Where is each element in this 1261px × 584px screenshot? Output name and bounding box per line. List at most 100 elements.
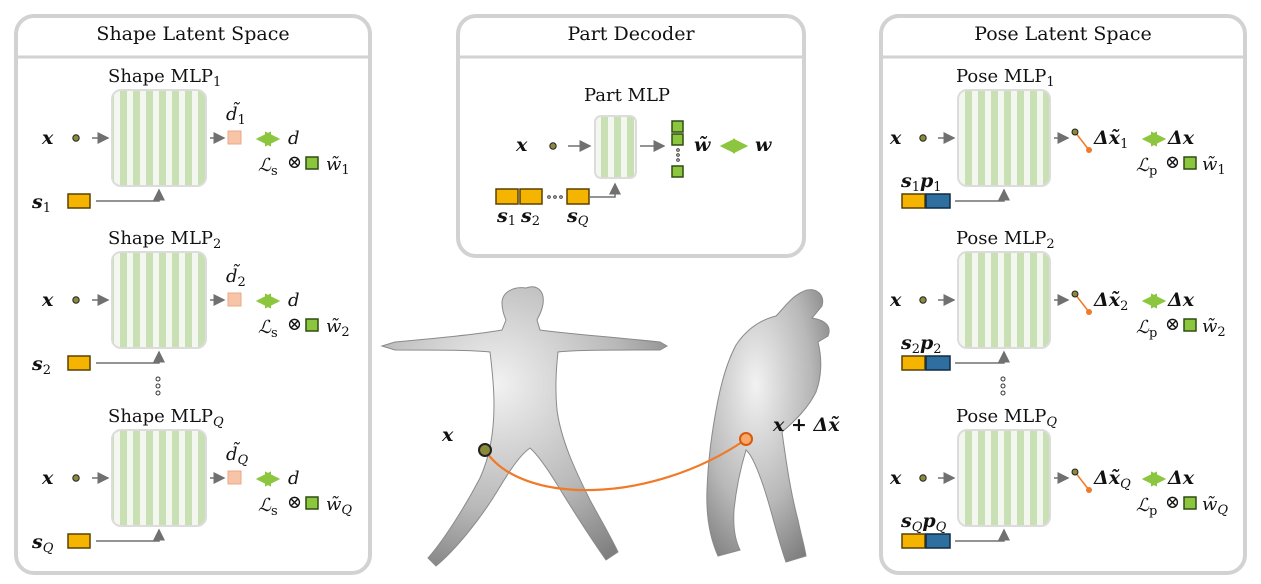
- sdf-output-square: [227, 470, 242, 485]
- source-point: [478, 443, 492, 457]
- code-arrow: [96, 528, 165, 542]
- x-point: [919, 474, 927, 482]
- x-label: x: [889, 289, 902, 311]
- sdf-output-square: [227, 292, 242, 307]
- displacement-line: [1074, 471, 1090, 491]
- part-code-2: [519, 188, 543, 205]
- weight-square: [1183, 496, 1197, 510]
- shape-code: [67, 355, 91, 371]
- shape-code: [901, 533, 926, 549]
- displacement-end: [1086, 487, 1092, 493]
- code-arrow: [96, 188, 165, 202]
- displacement-end: [1086, 309, 1092, 315]
- part-mlp-label: Part MLP: [584, 85, 670, 106]
- weight-label: w̃Q: [326, 494, 352, 518]
- part-panel: [456, 14, 806, 258]
- sdf-output-label: d̃2: [226, 264, 246, 290]
- pose-mlp-label-2: Pose MLP2: [956, 228, 1055, 252]
- loss-label: ℒp: [1136, 317, 1157, 341]
- pose-output-label: Δx̃Q: [1093, 467, 1131, 492]
- shape-code-label: s2: [31, 353, 51, 378]
- weight-square: [305, 318, 319, 332]
- shape-code: [901, 193, 926, 209]
- sdf-output-label: d̃1: [226, 102, 246, 128]
- part-target-label: w: [755, 134, 772, 156]
- shape-mlp-block: [111, 251, 207, 349]
- shape-code-label: sQ: [31, 531, 54, 556]
- shape-code: [67, 193, 91, 209]
- pose-mlp-label-Q: Pose MLPQ: [956, 406, 1057, 430]
- x-label: x: [889, 467, 902, 489]
- otimes-symbol: ⊗: [287, 314, 302, 335]
- weight-label: w̃2: [1202, 316, 1226, 340]
- shape-code: [901, 355, 926, 371]
- shape-mlp-label-Q: Shape MLPQ: [108, 406, 224, 430]
- ellipsis-dot: [1000, 383, 1006, 389]
- part-mlp-block: [594, 115, 637, 179]
- x-label: x: [41, 467, 54, 489]
- deformed-point-label: x + Δx̃: [772, 414, 840, 436]
- part-x-label: x: [515, 134, 528, 156]
- part-code-1: [495, 188, 519, 205]
- loss-label: ℒs: [258, 495, 278, 519]
- weight-dot: [676, 158, 680, 162]
- displacement-line: [1074, 131, 1090, 151]
- part-panel-title: Part Decoder: [567, 23, 695, 45]
- shape-code: [67, 533, 91, 549]
- shape-mlp-label-1: Shape MLP1: [108, 66, 221, 90]
- weight-square: [1183, 156, 1197, 170]
- shape-panel-title: Shape Latent Space: [96, 23, 289, 45]
- weight-label: w̃Q: [1202, 494, 1228, 518]
- pose-code-label: s2p2: [900, 332, 942, 357]
- sdf-target-label: d: [288, 290, 300, 311]
- code-arrow: [96, 350, 165, 364]
- source-point-label: x: [441, 424, 454, 446]
- code-arrow: [955, 350, 1010, 364]
- ellipsis-dot: [1000, 376, 1006, 382]
- displacement-line: [1074, 293, 1090, 313]
- ellipsis-dot: [155, 383, 161, 389]
- pose-code-label: s1p1: [900, 170, 942, 195]
- part-output-label: w̃: [694, 134, 711, 156]
- otimes-symbol: ⊗: [287, 152, 302, 173]
- shape-panel: [14, 14, 372, 575]
- weight-label: w̃1: [326, 154, 350, 178]
- ellipsis-dot: [155, 376, 161, 382]
- weight-square-1: [671, 120, 684, 133]
- otimes-symbol: ⊗: [1165, 152, 1180, 173]
- weight-dot: [676, 148, 680, 152]
- part-code-q: [566, 188, 590, 205]
- weight-square-2: [671, 133, 684, 146]
- pose-panel: [879, 14, 1247, 575]
- pose-code: [925, 355, 951, 371]
- code-arrow: [955, 528, 1010, 542]
- weight-label: w̃2: [326, 316, 350, 340]
- sdf-output-square: [227, 130, 242, 145]
- target-point: [739, 432, 753, 446]
- part-decoder-content: Part MLP x w̃ w s1 s2 sQ: [495, 85, 772, 229]
- x-point: [72, 474, 80, 482]
- x-label: x: [889, 127, 902, 149]
- pose-target-label: Δx: [1167, 127, 1195, 149]
- x-point: [919, 134, 927, 142]
- weight-square: [305, 496, 319, 510]
- code-arrow: [955, 188, 1010, 202]
- pose-target-label: Δx: [1167, 467, 1195, 489]
- loss-label: ℒp: [1136, 495, 1157, 519]
- part-code-label-1: s1: [496, 205, 516, 229]
- weight-square: [305, 156, 319, 170]
- displacement-start: [1071, 290, 1079, 298]
- shape-code-label: s1: [31, 191, 51, 216]
- loss-label: ℒp: [1136, 155, 1157, 179]
- sdf-target-label: d: [288, 468, 300, 489]
- part-x-point: [549, 142, 557, 150]
- shape-mlp-label-2: Shape MLP2: [108, 228, 221, 252]
- displacement-start: [1071, 468, 1079, 476]
- part-code-dot: [559, 195, 563, 199]
- x-label: x: [41, 289, 54, 311]
- sdf-target-label: d: [288, 128, 300, 149]
